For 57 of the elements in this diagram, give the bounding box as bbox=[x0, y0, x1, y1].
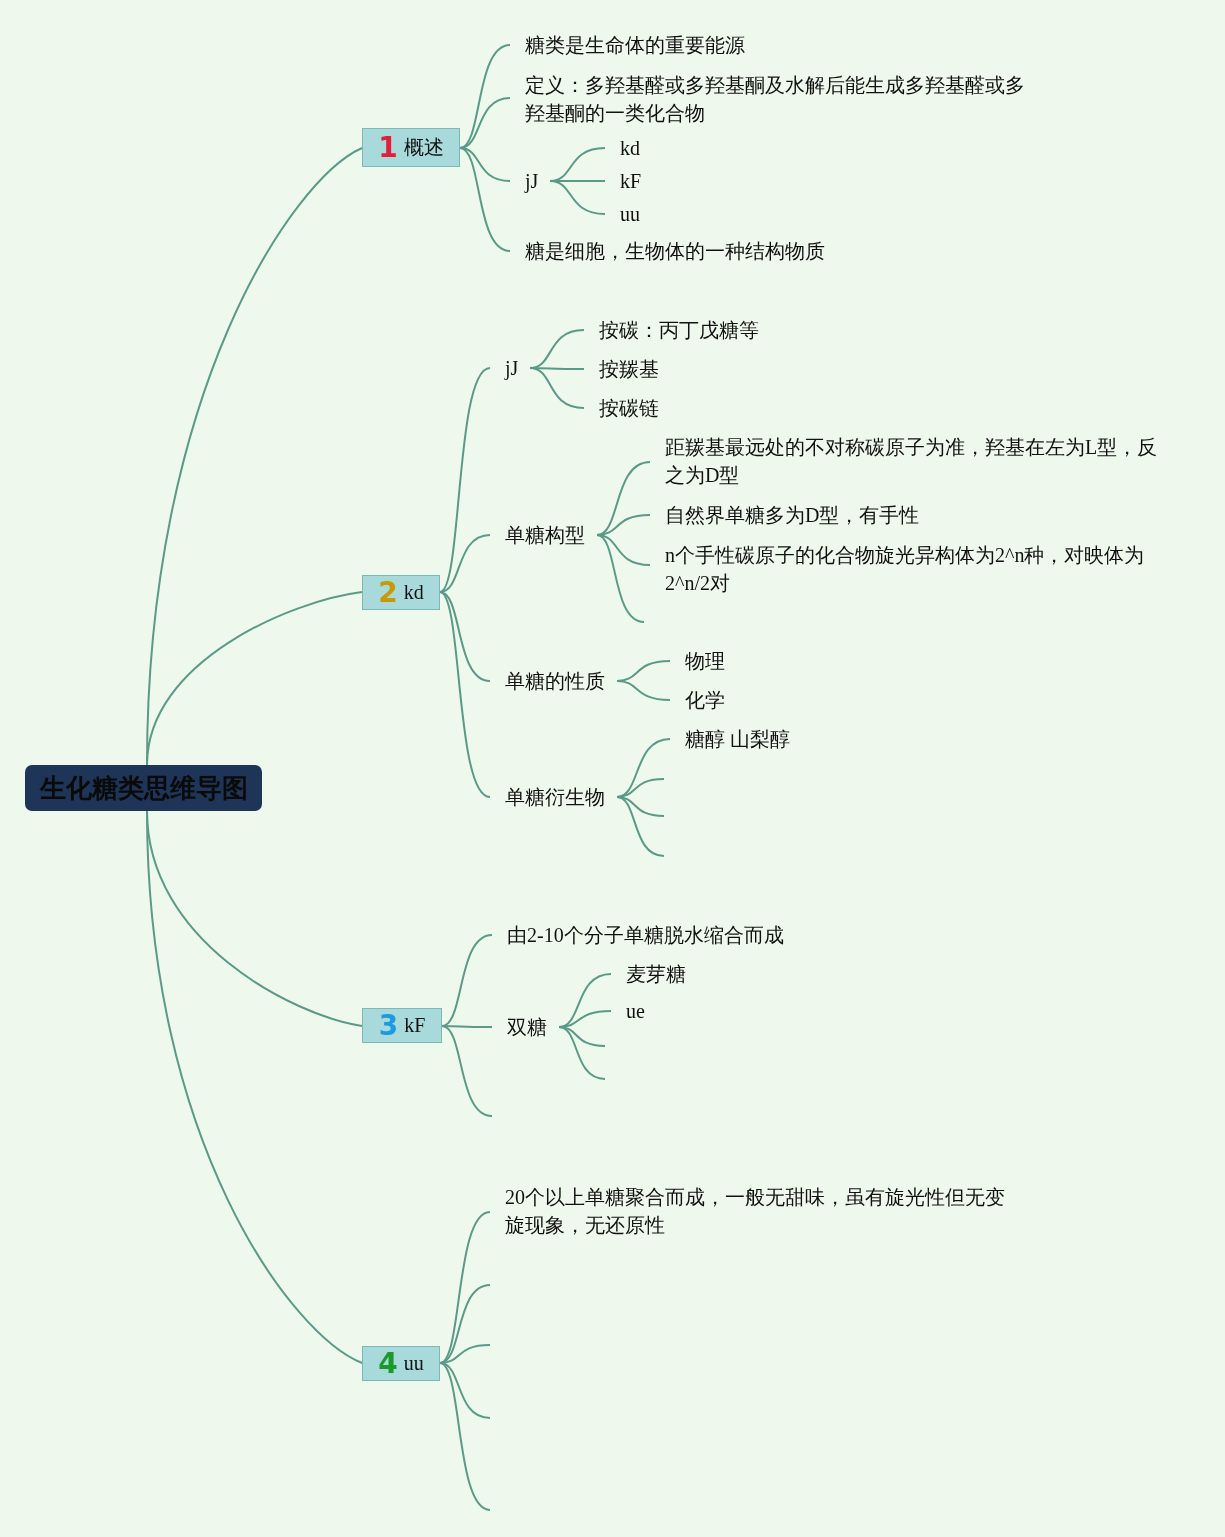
branch-line bbox=[459, 147, 511, 182]
branch-text: uu bbox=[605, 203, 640, 225]
topic-number: 2 bbox=[378, 576, 398, 609]
branch-text: 麦芽糖 bbox=[611, 963, 686, 985]
topic-label: kd bbox=[403, 581, 424, 604]
branch-line bbox=[439, 1284, 491, 1364]
branch-text: 单糖构型 bbox=[490, 524, 585, 546]
branch-text: kF bbox=[605, 170, 642, 192]
branch-line bbox=[439, 534, 491, 593]
branch-line bbox=[459, 147, 511, 252]
topic-box bbox=[362, 128, 460, 167]
topic-label: 概述 bbox=[403, 135, 444, 160]
branch-text: 单糖的性质 bbox=[490, 670, 605, 692]
branch-line bbox=[146, 591, 363, 766]
branch-line bbox=[596, 534, 645, 623]
branch-line bbox=[596, 534, 651, 566]
branch-text: 按碳：丙丁戊糖等 bbox=[584, 319, 759, 341]
branch-line bbox=[146, 810, 363, 1364]
branch-text: jJ bbox=[490, 357, 519, 379]
branch-text: 按碳链 bbox=[584, 397, 659, 419]
branch-line bbox=[439, 1362, 491, 1511]
branch-text: jJ bbox=[510, 170, 539, 192]
branch-text: 糖类是生命体的重要能源 bbox=[510, 34, 745, 56]
topic-box bbox=[362, 575, 440, 610]
branch-line bbox=[459, 44, 511, 149]
branch-line bbox=[441, 1025, 493, 1117]
topic-box bbox=[362, 1008, 442, 1043]
branch-text: 糖是细胞，生物体的一种结构物质 bbox=[510, 240, 825, 262]
branch-line bbox=[441, 934, 493, 1027]
branch-line bbox=[558, 1026, 606, 1080]
branch-text: 自然界单糖多为D型，有手性 bbox=[650, 504, 920, 526]
branch-text: 化学 bbox=[670, 689, 725, 711]
branch-text: 单糖衍生物 bbox=[490, 786, 605, 808]
branch-text: 物理 bbox=[670, 650, 725, 672]
topic-number: 3 bbox=[378, 1009, 399, 1042]
branch-line bbox=[529, 367, 585, 409]
topic-label: uu bbox=[403, 1352, 424, 1375]
branch-text: ue bbox=[611, 1000, 645, 1022]
branch-text: 双糖 bbox=[492, 1016, 547, 1038]
branch-line bbox=[439, 591, 491, 798]
branch-text: 由2-10个分子单糖脱水缩合而成 bbox=[492, 924, 784, 946]
root-box: 生化糖类思维导图 bbox=[25, 765, 262, 811]
topic-number: 1 bbox=[378, 131, 398, 164]
branch-text: 糖醇 山梨醇 bbox=[670, 728, 790, 750]
branch-text: kd bbox=[605, 137, 640, 159]
branch-text: 距羰基最远处的不对称碳原子为准，羟基在左为L型，反之为D型 bbox=[650, 433, 1175, 489]
branch-line bbox=[616, 796, 665, 857]
branch-text: 20个以上单糖聚合而成，一般无甜味，虽有旋光性但无变旋现象，无还原性 bbox=[490, 1183, 1008, 1239]
branch-line bbox=[439, 1362, 491, 1419]
branch-line bbox=[439, 367, 491, 593]
topic-box bbox=[362, 1346, 440, 1381]
branch-line bbox=[616, 680, 671, 701]
branch-text: n个手性碳原子的化合物旋光异构体为2^n种，对映体为2^n/2对 bbox=[650, 541, 1165, 597]
topic-number: 4 bbox=[378, 1347, 398, 1380]
branch-line bbox=[549, 180, 606, 215]
branch-text: 按羰基 bbox=[584, 358, 659, 380]
topic-label: kF bbox=[404, 1014, 426, 1037]
